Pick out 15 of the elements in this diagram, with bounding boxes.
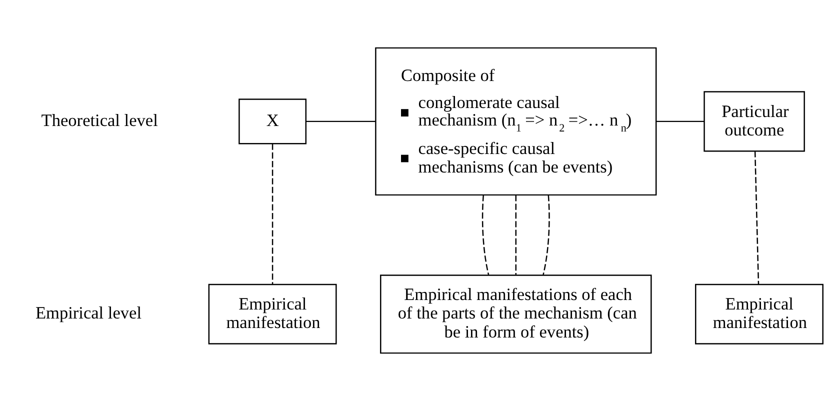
node-box: Composite of conglomerate causal mechanism (n$_{1}$ => n$_{2}$ =>… n$_{n}$) case-specific causal mechanisms (can be events): [375, 46, 657, 196]
connector: [272, 143, 274, 284]
label: Theoretical level: [41, 110, 158, 130]
node-box: X: [238, 98, 307, 144]
connector: [306, 120, 376, 122]
node-box: Empirical manifestation: [695, 283, 824, 344]
connector: [542, 194, 550, 274]
node-box: Empirical manifestations of each of the parts of the mechanism (can be in form of events): [380, 274, 652, 354]
connector: [754, 150, 760, 284]
connector: [656, 120, 704, 122]
connector: [515, 194, 517, 274]
node-box: Particular outcome: [704, 90, 805, 152]
label: Empirical level: [35, 303, 142, 322]
node-box: Empirical manifestation: [208, 283, 337, 344]
connector: [482, 194, 490, 274]
